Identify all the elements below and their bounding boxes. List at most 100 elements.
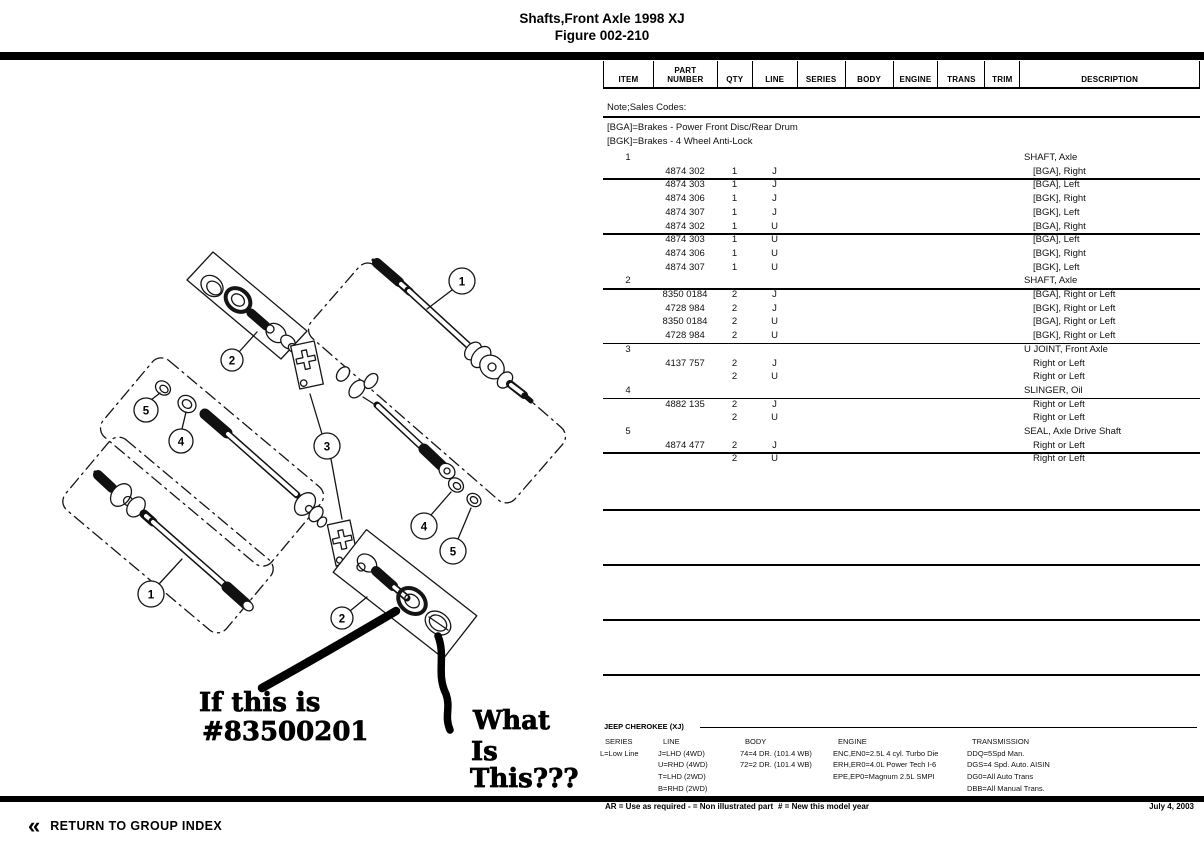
table-cell: 4874 307 [665, 261, 705, 273]
table-cell: 1 [731, 206, 738, 218]
footer-code-ar: AR = Use as required [605, 802, 686, 811]
column-header: SERIES [798, 61, 846, 87]
callout-label: 1 [459, 277, 466, 289]
footer-code-hash: # = New this model year [778, 802, 869, 811]
table-cell: 1 [731, 220, 738, 232]
table-cell: SLINGER, Oil [1024, 384, 1083, 396]
figure-title: Shafts,Front Axle 1998 XJ [519, 11, 685, 26]
table-rule [603, 288, 1200, 290]
table-cell: [BGA], Right [1033, 165, 1086, 177]
table-cell: 2 [731, 371, 738, 383]
table-cell: 1 [731, 179, 738, 191]
table-cell: 3 [625, 343, 631, 355]
callout-nut: 5 [439, 537, 467, 565]
table-cell: 4874 306 [665, 247, 705, 259]
double-chevron-left-icon: « [28, 813, 41, 838]
legend-item: ENC,EN0=2.5L 4 cyl. Turbo Die [833, 748, 939, 758]
legend-column: TRANSMISSION DDQ=5Spd Man. DGS=4 Spd. Auto… [967, 736, 1050, 795]
callout-label: 2 [229, 356, 235, 368]
note-bga: [BGA]=Brakes - Power Front Disc/Rear Dru… [607, 122, 798, 133]
callout-left-ring: 5 [133, 397, 159, 423]
table-cell: [BGA], Right or Left [1033, 316, 1116, 328]
table-cell: 4137 757 [665, 357, 705, 369]
table-cell: U [771, 247, 778, 259]
table-cell: 4874 302 [665, 220, 705, 232]
table-cell: 4728 984 [665, 302, 705, 314]
table-rule [603, 619, 1200, 621]
return-link-label: RETURN TO GROUP INDEX [50, 819, 223, 833]
table-cell: U [771, 453, 778, 465]
table-cell: 2 [731, 316, 738, 328]
ring-and-slinger-left [154, 380, 197, 414]
column-header: BODY [846, 61, 894, 87]
table-cell: 8350 0184 [662, 289, 708, 300]
table-cell: U JOINT, Front Axle [1024, 343, 1108, 355]
legend-item: DGS=4 Spd. Auto. AISIN [967, 760, 1050, 770]
table-cell: [BGK], Right or Left [1033, 302, 1116, 314]
top-divider-bar [0, 52, 1204, 60]
table-cell: 2 [731, 398, 738, 410]
table-cell: J [772, 302, 777, 314]
table-cell: [BGK], Right [1033, 193, 1086, 205]
table-cell: 4874 306 [665, 193, 705, 205]
table-cell: [BGA], Right [1033, 220, 1086, 232]
legend-rule [700, 727, 1197, 729]
table-cell: J [772, 357, 777, 369]
table-cell: J [772, 179, 777, 191]
table-cell: Right or Left [1033, 398, 1085, 410]
table-cell: 1 [625, 152, 631, 163]
table-cell: [BGA], Left [1033, 234, 1080, 246]
table-row: 4874 302 1 U [BGA], Right [603, 220, 1200, 234]
column-header: TRANS [938, 61, 986, 87]
annotation-if-this-is: If this is [199, 688, 320, 718]
table-cell: [BGK], Right [1033, 247, 1086, 259]
callout-label: 1 [148, 590, 155, 602]
annotation-this: This??? [470, 764, 578, 794]
table-cell: Right or Left [1033, 357, 1085, 369]
legend-column-header: TRANSMISSION [972, 737, 1030, 746]
table-cell: U [771, 261, 778, 273]
callout-label: 4 [421, 522, 428, 534]
table-cell: 2 [731, 439, 738, 451]
legend-item: EPE,EP0=Magnum 2.5L SMPI [833, 772, 935, 782]
table-cell: U [771, 220, 778, 232]
table-cell: 2 [731, 357, 738, 369]
table-cell: [BGK], Left [1033, 261, 1080, 273]
table-rule [603, 233, 1200, 235]
column-header: QTY [718, 61, 753, 87]
legend-item: DDQ=5Spd Man. [967, 748, 1025, 758]
callout-left-shaft: 1 [137, 580, 165, 608]
table-cell: J [772, 165, 777, 177]
legend-item: U=RHD (4WD) [658, 760, 708, 770]
axle-shaft-center [335, 366, 482, 508]
callout-washer: 4 [410, 512, 438, 540]
figure-number: Figure 002-210 [554, 27, 650, 43]
table-cell: 2 [731, 330, 738, 342]
legend-item: L=Low Line [600, 748, 639, 758]
axle-shaft-left-bottom [93, 470, 254, 612]
table-cell: SHAFT, Axle [1024, 275, 1078, 287]
callout-right-shaft: 1 [448, 267, 476, 295]
legend-item: 72=2 DR. (101.4 WB) [740, 760, 812, 770]
legend-item: 74=4 DR. (101.4 WB) [740, 748, 812, 758]
legend-column-header: LINE [663, 737, 680, 746]
callout-label: 5 [143, 406, 150, 418]
axle-shaft-left-mid [199, 408, 328, 528]
bottom-divider-bar [0, 796, 1204, 802]
return-to-group-index-link[interactable]: « RETURN TO GROUP INDEX [28, 815, 222, 837]
callout-leaders [150, 289, 472, 612]
dashdot-panel-right [307, 262, 567, 504]
callout-label: 5 [450, 547, 457, 559]
table-cell: 4874 302 [665, 165, 705, 177]
table-cell: U [771, 316, 778, 328]
